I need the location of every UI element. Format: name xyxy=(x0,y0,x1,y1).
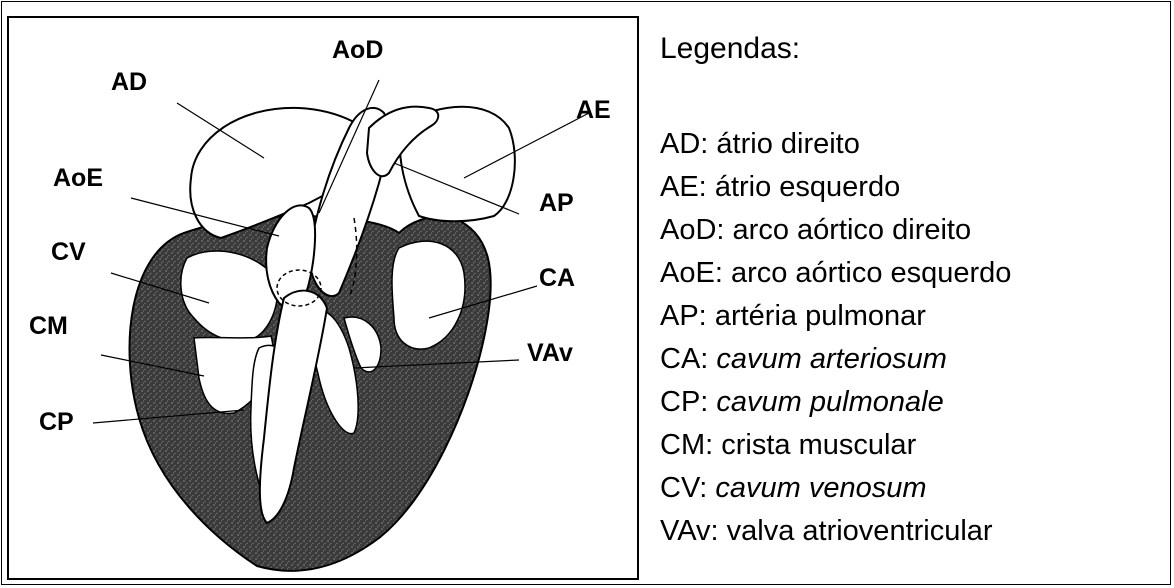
legend-desc: artéria pulmonar xyxy=(715,300,926,332)
legend-item-ad: AD: átrio direito xyxy=(660,128,860,161)
legend-item-aoe: AoE: arco aórtico esquerdo xyxy=(660,257,1011,290)
label-ap: AP xyxy=(539,189,574,217)
legend-desc: arco aórtico direito xyxy=(733,214,972,246)
legend-desc: arco aórtico esquerdo xyxy=(731,257,1012,289)
heart-diagram: AD AoD AE AoE AP CV CA CM VAv CP xyxy=(9,18,637,578)
legend-item-vav: VAv: valva atrioventricular xyxy=(660,515,993,548)
legend-desc: cavum arteriosum xyxy=(716,343,946,375)
legend-title: Legendas: xyxy=(660,32,800,66)
legend-code: CV: xyxy=(660,472,707,504)
legend-desc: cavum venosum xyxy=(715,472,926,504)
legend-code: CA: xyxy=(660,343,708,375)
legend-code: AE: xyxy=(660,171,707,203)
legend-code: AD: xyxy=(660,128,708,160)
legend-item-cv: CV: cavum venosum xyxy=(660,472,927,505)
legend-panel: Legendas: AD: átrio direito AE: átrio es… xyxy=(660,18,1165,578)
legend-code: AoE: xyxy=(660,257,723,289)
legend-code: CM: xyxy=(660,429,713,461)
legend-desc: átrio esquerdo xyxy=(715,171,900,203)
legend-desc: cavum pulmonale xyxy=(716,386,943,418)
legend-item-cm: CM: crista muscular xyxy=(660,429,916,462)
legend-code: VAv: xyxy=(660,515,719,547)
label-cv: CV xyxy=(51,238,86,266)
legend-desc: átrio direito xyxy=(716,128,859,160)
legend-desc: crista muscular xyxy=(721,429,916,461)
legend-code: AoD: xyxy=(660,214,724,246)
label-cm: CM xyxy=(29,312,68,340)
heart-diagram-panel: AD AoD AE AoE AP CV CA CM VAv CP xyxy=(7,16,639,580)
legend-item-ae: AE: átrio esquerdo xyxy=(660,171,900,204)
label-ca: CA xyxy=(539,264,575,292)
legend-item-aod: AoD: arco aórtico direito xyxy=(660,214,971,247)
label-ae: AE xyxy=(576,96,611,124)
label-vav: VAv xyxy=(527,339,573,367)
label-cp: CP xyxy=(39,408,74,436)
legend-item-cp: CP: cavum pulmonale xyxy=(660,386,944,419)
legend-item-ap: AP: artéria pulmonar xyxy=(660,300,926,333)
legend-item-ca: CA: cavum arteriosum xyxy=(660,343,947,376)
legend-desc: valva atrioventricular xyxy=(727,515,993,547)
label-aoe: AoE xyxy=(53,164,103,192)
legend-code: CP: xyxy=(660,386,708,418)
label-aod: AoD xyxy=(332,36,383,64)
legend-code: AP: xyxy=(660,300,707,332)
label-ad: AD xyxy=(111,68,147,96)
